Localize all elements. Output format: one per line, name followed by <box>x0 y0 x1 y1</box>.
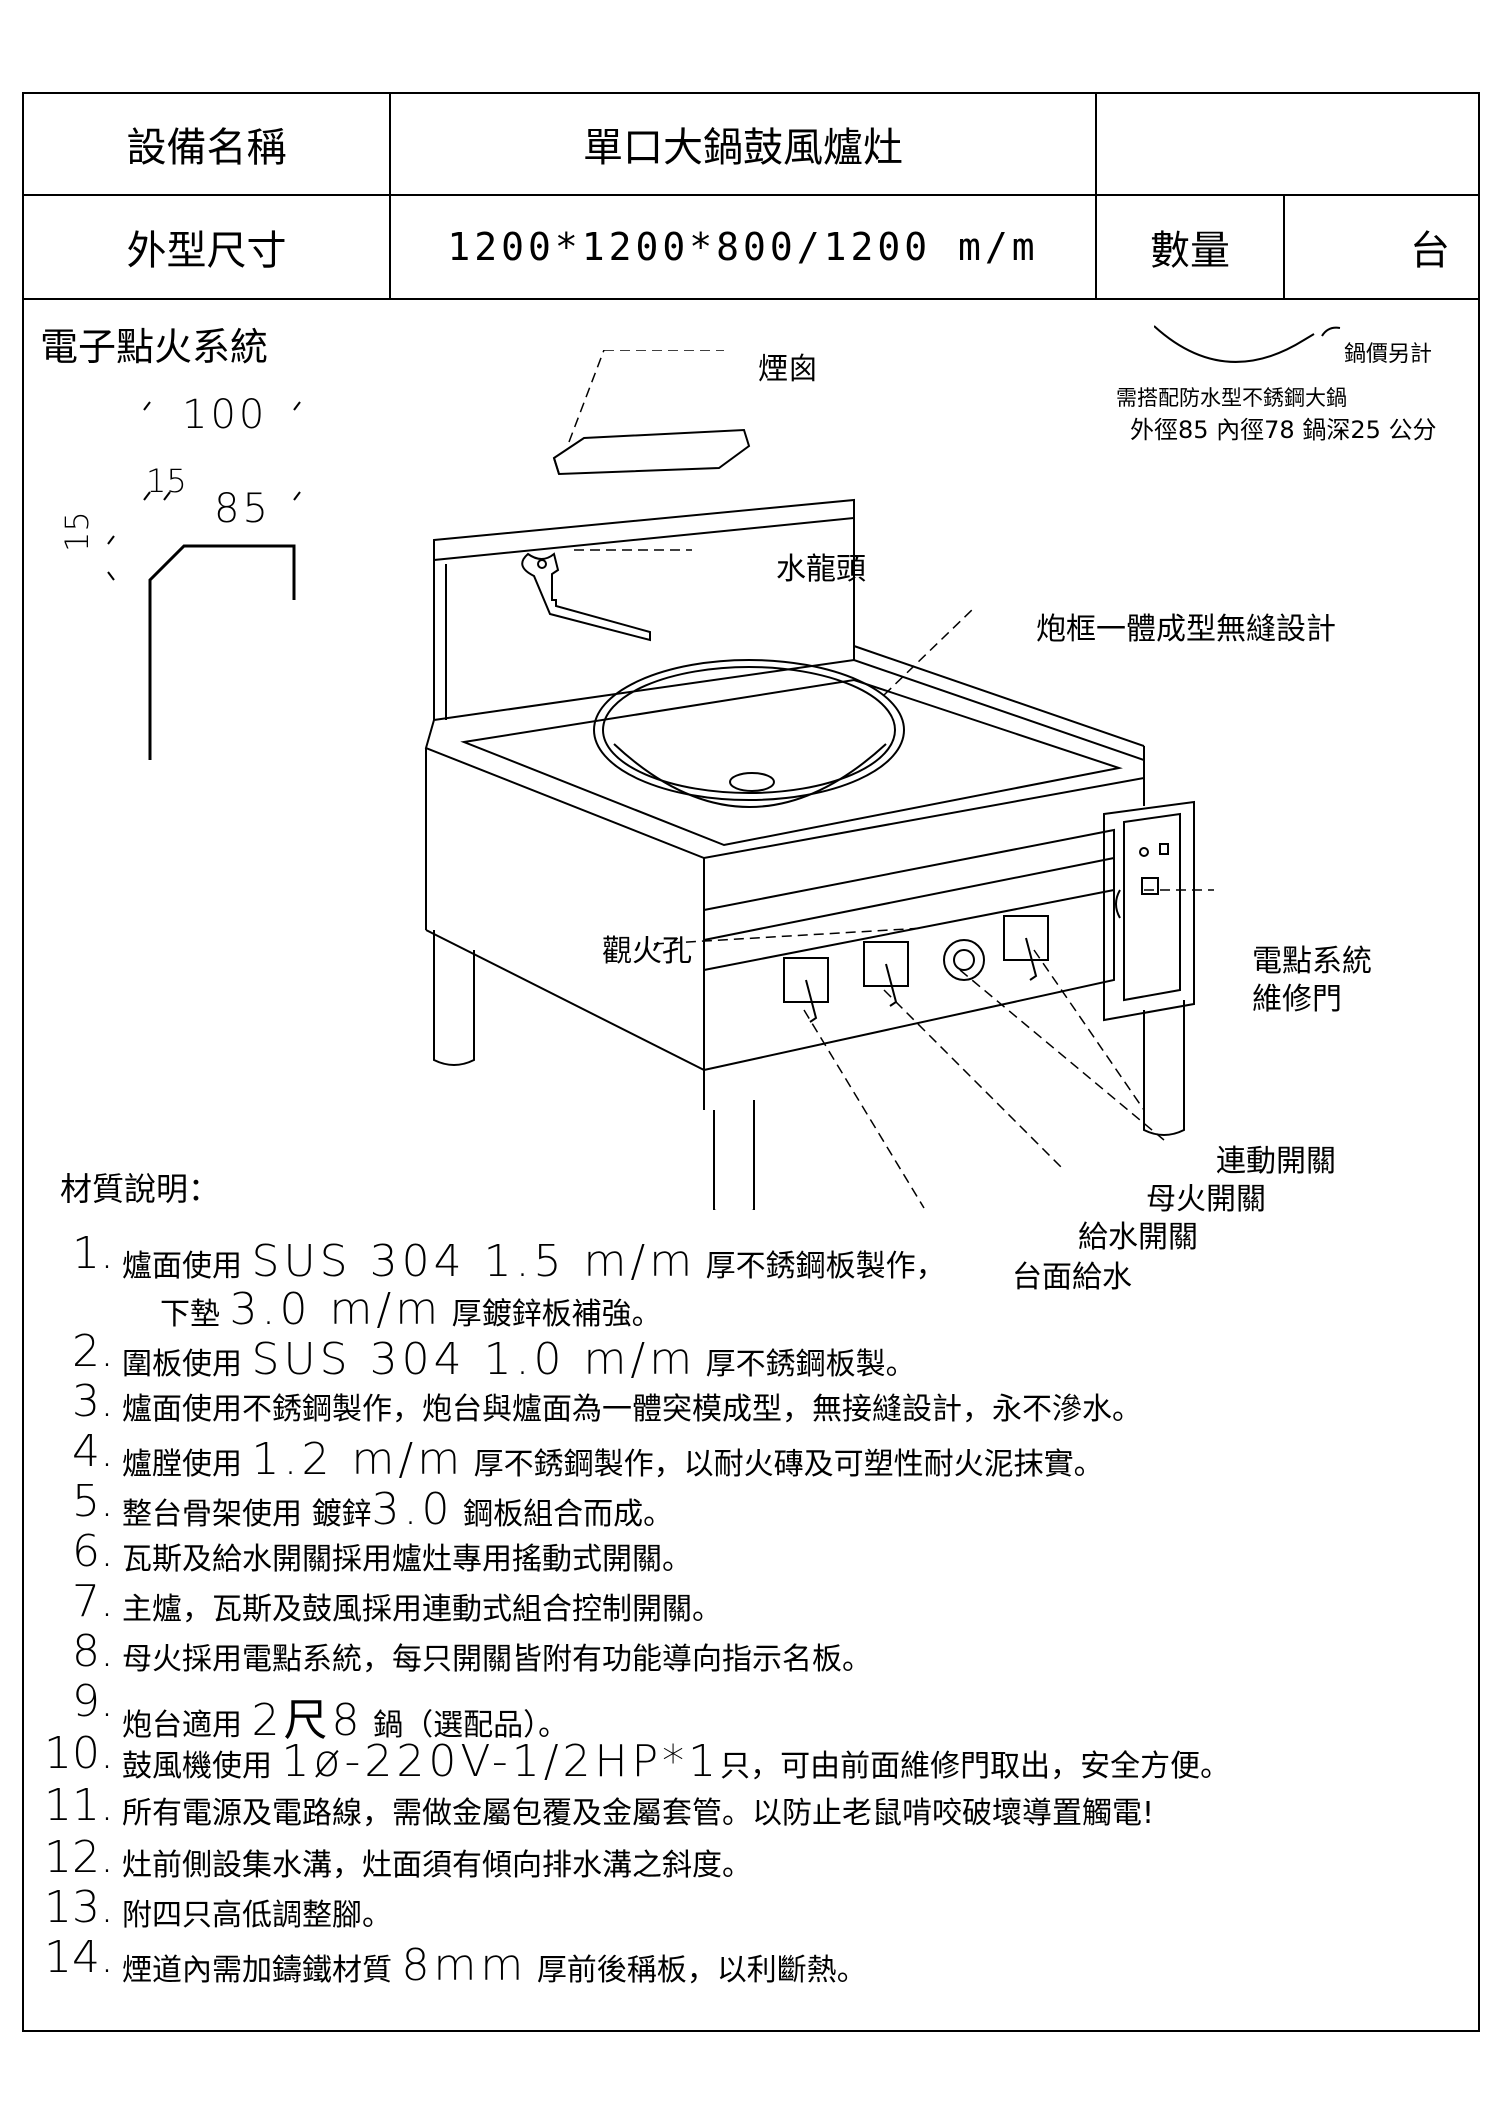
dimension-value-cell: 1200*1200*800/1200 m/m <box>391 196 1097 298</box>
dim-left-small: 15 <box>146 462 187 500</box>
dim-top: 100 <box>182 392 268 438</box>
equipment-label-cell: 設備名稱 <box>24 94 391 194</box>
callout-water-switch: 給水開關 <box>1078 1220 1198 1255</box>
callout-chimney: 煙囪 <box>758 352 818 387</box>
rim-profile-sketch <box>107 401 301 760</box>
callout-faucet: 水龍頭 <box>776 552 866 587</box>
equipment-label: 設備名稱 <box>126 125 287 171</box>
pot-note-line2: 外徑85 內徑78 鍋深25 公分 <box>1130 416 1437 444</box>
header-row-equipment: 設備名稱 單口大鍋鼓風爐灶 <box>24 94 1478 196</box>
dimension-value: 1200*1200*800/1200 m/m <box>447 225 1039 269</box>
pot-note-line1: 需搭配防水型不銹鋼大鍋 <box>1116 386 1347 410</box>
materials-title: 材質說明： <box>60 1170 221 1208</box>
callout-ignition-door-1: 電點系統 <box>1252 944 1372 979</box>
quantity-label: 數量 <box>1150 228 1230 274</box>
callout-ignition-door-2: 維修門 <box>1252 982 1342 1017</box>
callout-peephole: 觀火孔 <box>602 934 692 969</box>
spec-sheet: 設備名稱 單口大鍋鼓風爐灶 外型尺寸 1200*1200*800/1200 m/… <box>22 92 1480 2032</box>
quantity-label-cell: 數量 <box>1097 196 1285 298</box>
header-row-dimension: 外型尺寸 1200*1200*800/1200 m/m 數量 台 <box>24 196 1478 300</box>
stove-drawing-area: 電子點火系統 100 15 85 15 鍋價另計 需搭配防水型不銹鋼大鍋 外徑8 <box>24 300 1478 1295</box>
ignition-title: 電子點火系統 <box>40 325 269 369</box>
dim-inner: 85 <box>214 486 271 532</box>
callout-linked-switch: 連動開關 <box>1216 1144 1336 1179</box>
quantity-unit: 台 <box>1410 228 1450 274</box>
pot-outline-sketch <box>1154 325 1341 363</box>
callout-counter-water: 台面給水 <box>1012 1260 1132 1295</box>
stove-illustration <box>424 350 1214 1210</box>
equipment-name-cell: 單口大鍋鼓風爐灶 <box>391 94 1097 194</box>
callout-frame: 炮框一體成型無縫設計 <box>1036 612 1336 647</box>
equipment-name: 單口大鍋鼓風爐灶 <box>583 125 903 171</box>
callout-pilot-switch: 母火開關 <box>1146 1182 1266 1217</box>
pot-price-note: 鍋價另計 <box>1344 342 1433 367</box>
dim-side: 15 <box>58 511 96 552</box>
quantity-unit-cell: 台 <box>1285 196 1480 298</box>
equipment-blank-cell <box>1097 94 1480 194</box>
dimension-label: 外型尺寸 <box>126 228 287 274</box>
dimension-label-cell: 外型尺寸 <box>24 196 391 298</box>
